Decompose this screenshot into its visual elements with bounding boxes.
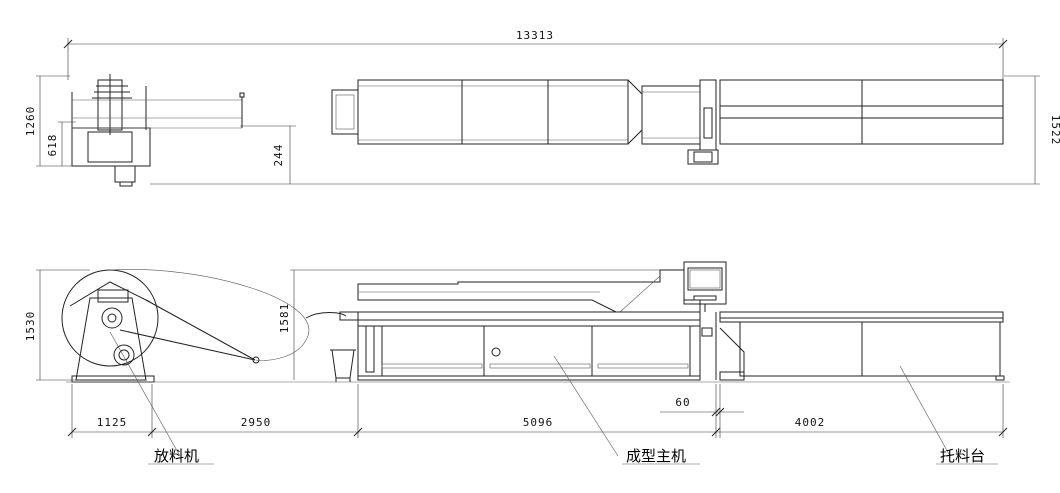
horizontal-dims: 1125 2950 5096 60 4002 — [67, 384, 1008, 438]
dim-side-height-left: 1530 — [24, 311, 37, 342]
support-table-plan — [719, 79, 1004, 145]
leader-support-table — [899, 365, 951, 457]
feed-curve — [305, 312, 347, 319]
leader-decoiler — [109, 331, 181, 457]
dim-top-depth: 618 — [46, 134, 59, 157]
main-machine-side — [357, 261, 745, 381]
dim-seg2: 2950 — [241, 416, 272, 429]
dim-offset: 244 — [272, 144, 285, 167]
support-table-side — [719, 311, 1005, 381]
top-view: 13313 1260 618 244 1522 — [24, 29, 1060, 187]
dim-total-length: 13313 — [516, 29, 554, 42]
side-view: 1530 1581 — [24, 261, 1010, 465]
label-decoiler: 放料机 — [154, 447, 199, 465]
dim-seg3: 5096 — [523, 416, 554, 429]
dim-top-height: 1260 — [24, 106, 37, 137]
dim-seg4: 4002 — [795, 416, 826, 429]
main-machine-plan — [357, 79, 719, 165]
leader-main-machine — [553, 355, 619, 457]
dim-gap: 60 — [675, 396, 690, 409]
decoiler-side — [61, 269, 309, 383]
dim-side-height-mid: 1581 — [278, 303, 291, 334]
decoiler-plan — [71, 74, 245, 187]
label-support-table: 托料台 — [940, 447, 985, 465]
dim-seg1: 1125 — [97, 416, 128, 429]
scrap-bin — [330, 349, 356, 382]
dim-width-right: 1522 — [1049, 115, 1060, 146]
label-main-machine: 成型主机 — [626, 447, 686, 465]
